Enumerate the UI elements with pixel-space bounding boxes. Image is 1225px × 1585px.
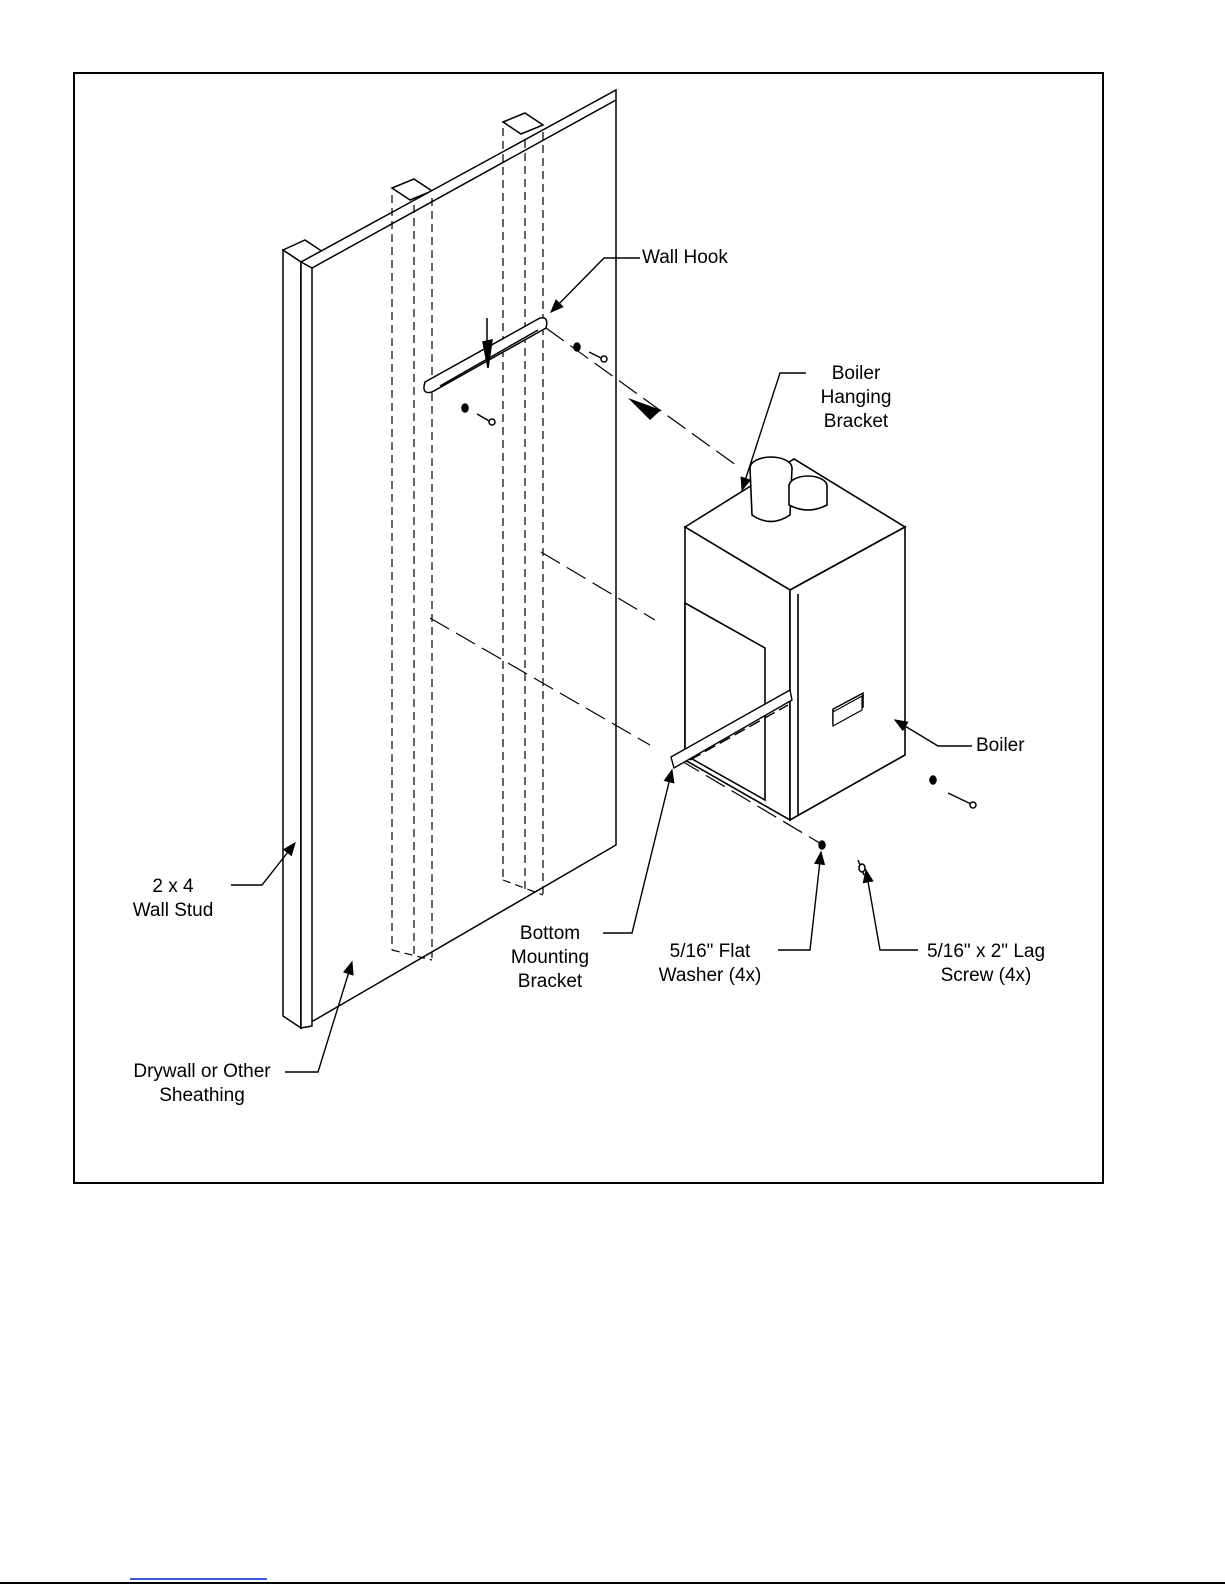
label-flat-washer: 5/16" Flat Washer (4x): [645, 940, 775, 988]
label-boiler-hanging-bracket: Boiler Hanging Bracket: [806, 362, 906, 434]
label-bottom-mounting-bracket: Bottom Mounting Bracket: [500, 922, 600, 994]
label-sheathing: Drywall or Other Sheathing: [120, 1060, 284, 1108]
label-lag-screw: 5/16" x 2" Lag Screw (4x): [916, 940, 1056, 988]
label-boiler: Boiler: [976, 734, 1025, 758]
mount-direction-arrow: [628, 398, 661, 420]
footer-link[interactable]: [130, 1578, 267, 1580]
bottom-rule: [0, 1582, 1225, 1584]
label-wall-stud: 2 x 4 Wall Stud: [118, 875, 228, 923]
label-wall-hook: Wall Hook: [642, 246, 728, 270]
drywall-sheathing: [301, 90, 616, 1028]
boiler-body: [685, 459, 905, 820]
